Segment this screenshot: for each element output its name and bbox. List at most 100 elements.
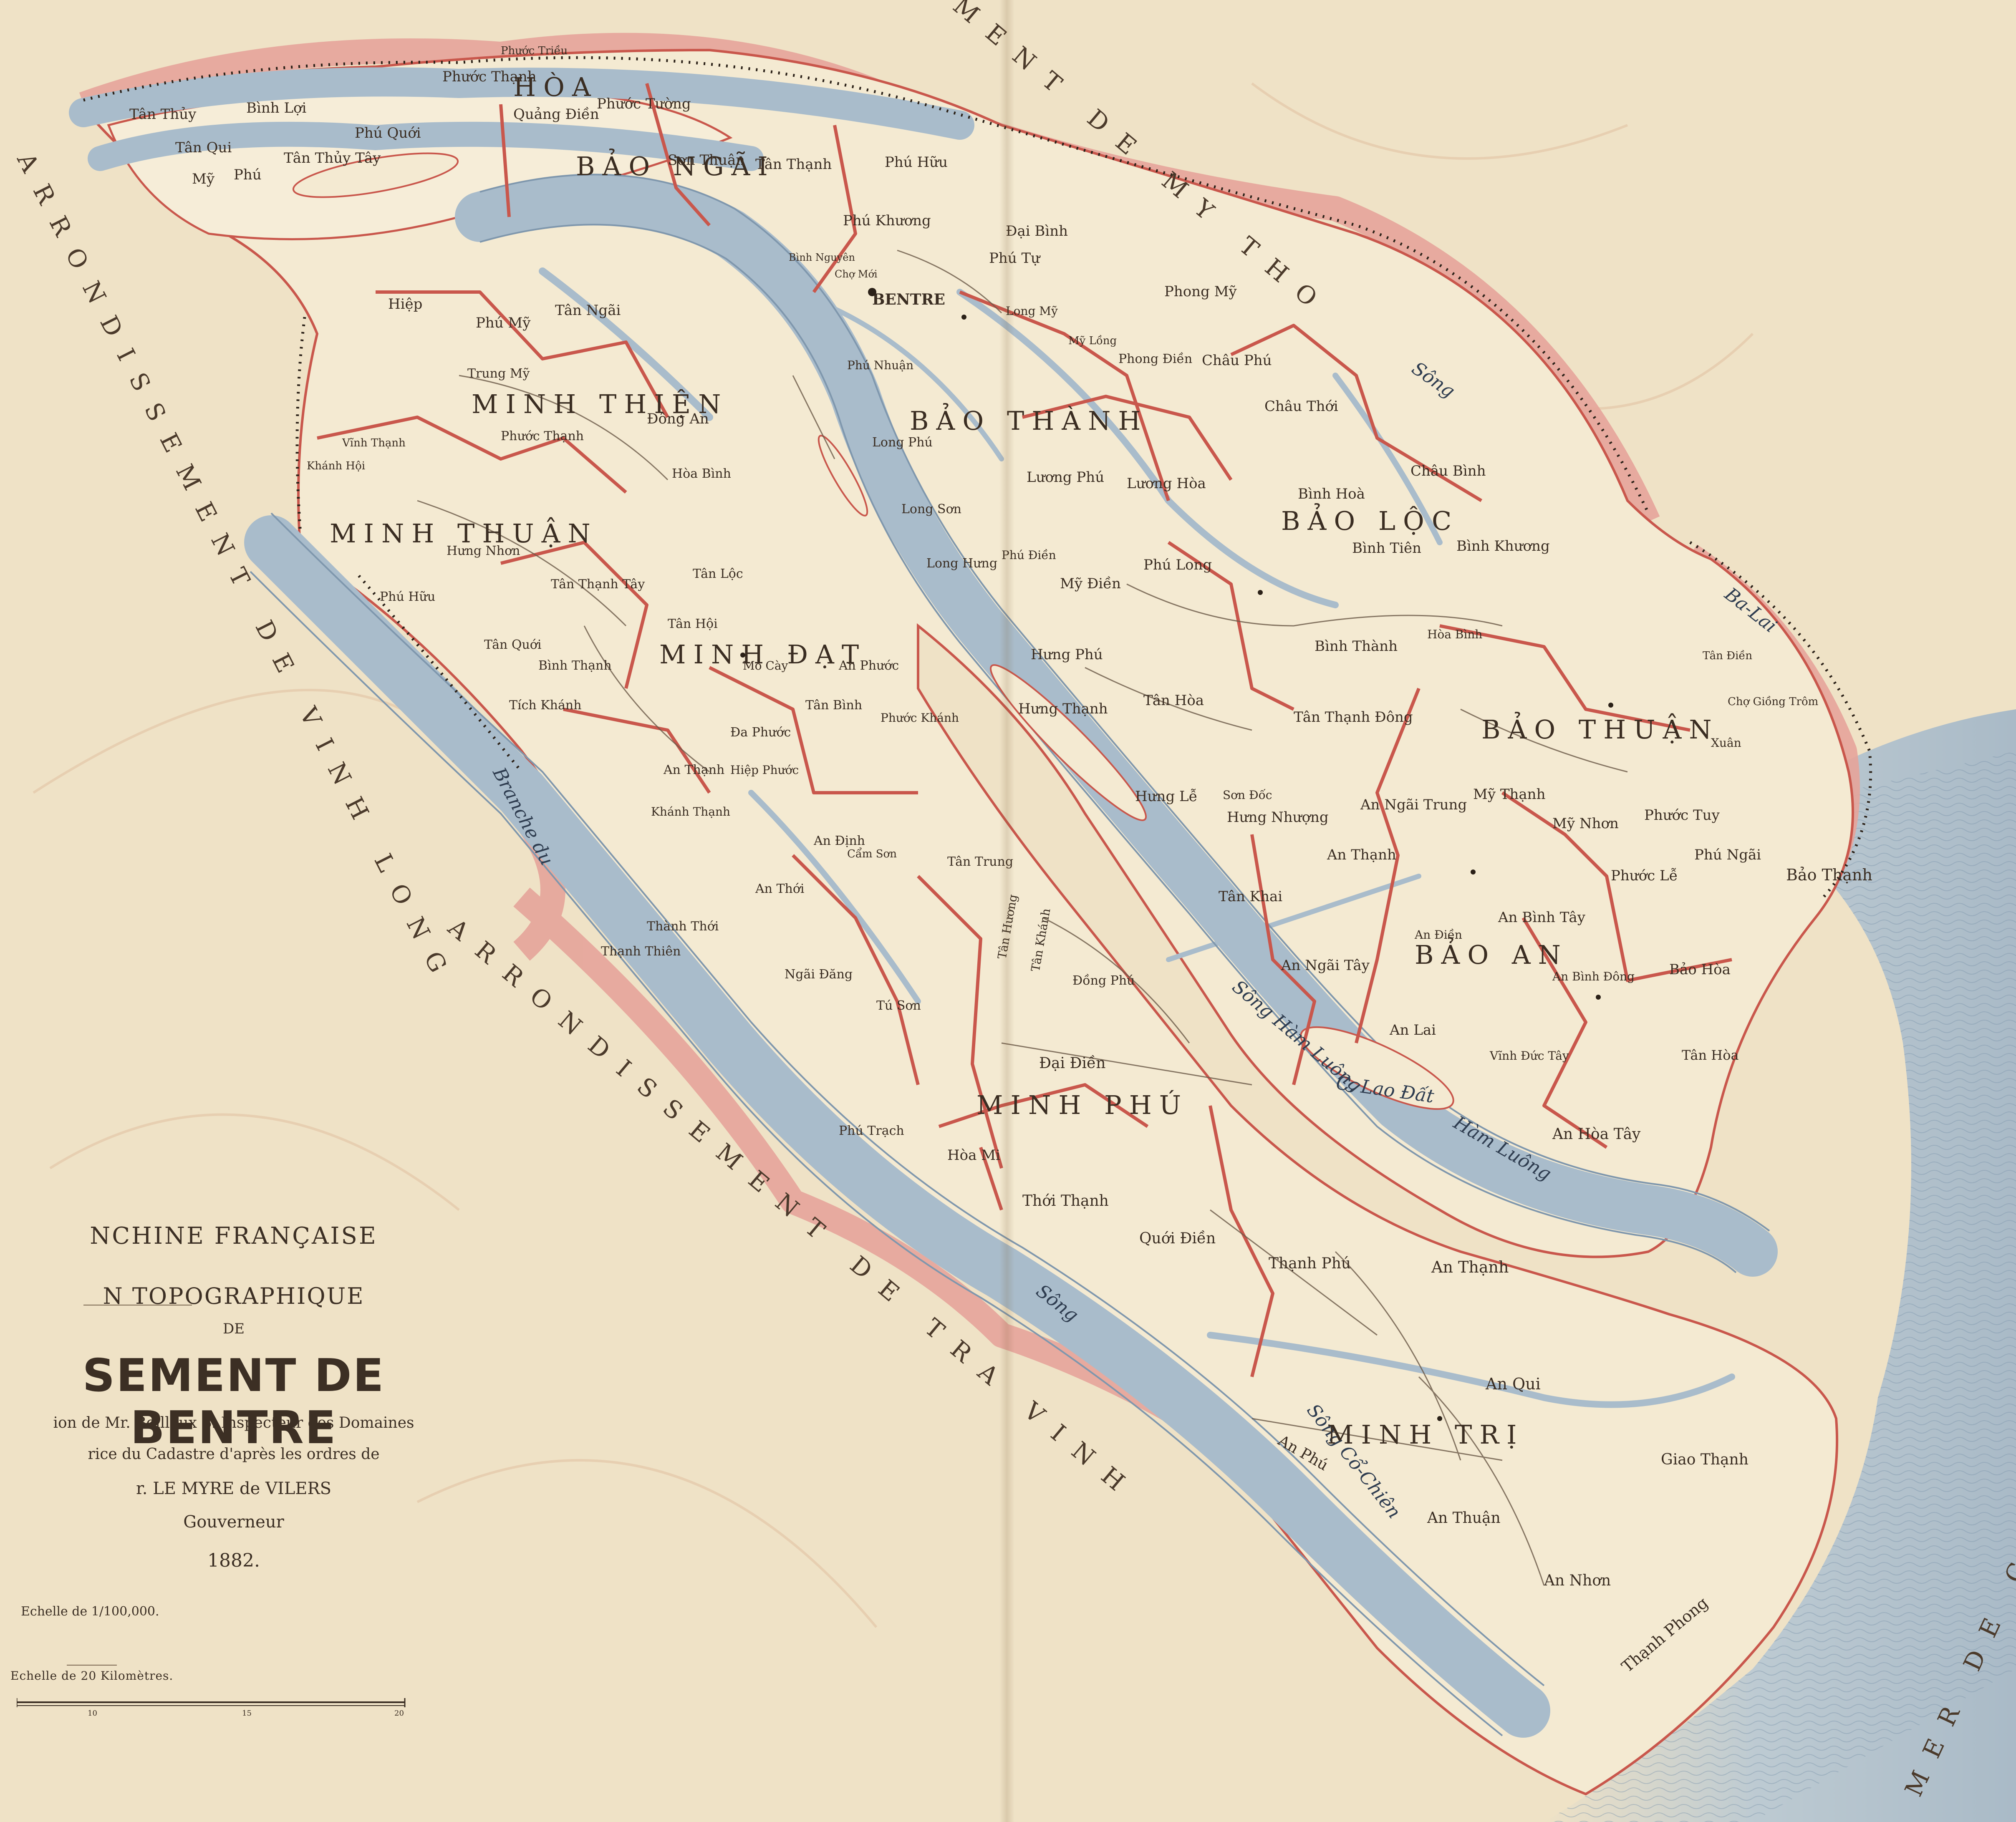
place-luong-phu: Lương Phú — [1027, 469, 1104, 486]
page-fold — [999, 0, 1014, 1822]
canton-boundaries — [317, 83, 1732, 1377]
place-tan-binh: Tân Bình — [805, 698, 862, 713]
place-binh-loi: Bình Lợi — [246, 100, 307, 116]
place-hoa-binh: Hòa Bình — [1427, 627, 1482, 641]
place-khanh-thanh: Khánh Thạnh — [651, 805, 730, 819]
place-hung-nhon: Hưng Nhơn — [447, 544, 520, 558]
place-chau-phu: Châu Phú — [1202, 352, 1272, 369]
title-main: SEMENT DE BENTRE — [82, 1350, 385, 1454]
place-phuoc-thanh: Phước Thạnh — [442, 68, 537, 85]
place-phu-ngai: Phú Ngãi — [1694, 847, 1761, 863]
sea-hatching — [1544, 751, 2016, 1822]
place-an-phuoc: An Phước — [838, 658, 899, 673]
place-an-qui: An Qui — [1485, 1375, 1541, 1393]
place-phu-dien: Phú Điền — [1002, 548, 1056, 562]
title-governor: Gouverneur — [183, 1512, 284, 1532]
place-chau-thoi: Châu Thới — [1264, 398, 1338, 415]
place-phu-trach: Phú Trạch — [839, 1124, 904, 1138]
place-tan-thanh-tay: Tân Thạnh Tây — [551, 577, 645, 592]
place-tan-thuy-tay: Tân Thủy Tây — [284, 150, 381, 166]
place-hung-le: Hưng Lễ — [1135, 788, 1198, 805]
title-year: 1882. — [207, 1550, 260, 1571]
place-phuoc-khanh: Phước Khánh — [881, 711, 959, 725]
rivers — [69, 67, 1778, 1738]
place-phuoc-tuy: Phước Tuy — [1644, 807, 1720, 824]
place-tan-trung: Tân Trung — [947, 854, 1013, 869]
place-quoi-dien: Quới Điền — [1139, 1230, 1216, 1247]
place-dai-binh: Đại Bình — [1006, 223, 1068, 239]
canton-label-bao-thuan: BẢO THUẬN — [1481, 712, 1719, 745]
place-hung-phu: Hưng Phú — [1031, 646, 1103, 663]
canton-label-hoa: HÒA — [513, 72, 598, 102]
scale-tick-20: 20 — [394, 1709, 404, 1718]
canton-label-bao-an: BẢO AN — [1415, 937, 1568, 970]
place-ngai-dang: Ngãi Đăng — [785, 967, 853, 982]
place-an-ngai-trung: An Ngãi Trung — [1360, 796, 1467, 813]
place-an-nhon: An Nhơn — [1544, 1572, 1611, 1589]
place-hung-nhuong: Hưng Nhượng — [1227, 809, 1329, 826]
place-son-thuan: Sơn Thuận — [668, 152, 745, 169]
place-an-dinh: An Định — [813, 834, 865, 848]
place-labels: BENTRE Phước Thạnh Phước Triều Phước Tườ… — [129, 45, 1872, 1676]
title-de: DE — [222, 1321, 245, 1337]
place-tu-son: Tú Sơn — [876, 998, 921, 1013]
place-tan-hoi: Tân Hội — [668, 617, 718, 631]
place-an-thanh-west: An Thạnh — [663, 763, 724, 777]
place-an-lai: An Lai — [1389, 1022, 1436, 1038]
place-hoa-binh-2: Hòa Bình — [672, 466, 731, 481]
arrondissement-boundary — [83, 56, 1872, 898]
place-long-hung: Long Hưng — [926, 556, 997, 571]
place-long-my: Long Mỹ — [1006, 304, 1058, 318]
place-phu-nhuan: Phú Nhuận — [847, 358, 913, 372]
place-phu-tu: Phú Tự — [989, 250, 1041, 267]
place-an-hoa-tay: An Hòa Tây — [1552, 1126, 1641, 1143]
place-phuoc-le: Phước Lễ — [1611, 867, 1678, 884]
place-thanh-thoi: Thành Thới — [647, 919, 719, 934]
title-credit-2: rice du Cadastre d'après les ordres de — [88, 1446, 380, 1463]
place-phu-long: Phú Long — [1143, 557, 1212, 573]
place-hoa-mi: Hòa Mi — [947, 1147, 1000, 1164]
scale-km-label: Echelle de 20 Kilomètres. — [10, 1669, 174, 1683]
place-my-dien: Mỹ Điền — [1060, 575, 1121, 592]
place-phong-my: Phong Mỹ — [1164, 283, 1237, 300]
place-khanh-hoi: Khánh Hội — [307, 460, 365, 472]
scale-ratio: Echelle de 1/100,000. — [21, 1604, 159, 1619]
settlement-dots — [740, 288, 1613, 1421]
place-tan-khai: Tân Khai — [1219, 888, 1282, 905]
river-islands — [292, 152, 1454, 1110]
canton-label-bao-loc: BẢO LỘC — [1281, 503, 1459, 536]
place-binh-thanh-2: Bình Thạnh — [538, 658, 612, 673]
place-xuan: Xuân — [1711, 736, 1741, 750]
place-thanh-thien: Thạnh Thiên — [601, 944, 681, 959]
place-phuoc-thanh-2: Phước Thạnh — [501, 429, 584, 444]
place-phu-huu-2: Phú Hữu — [380, 590, 435, 604]
canton-label-bao-thanh: BẢO THÀNH — [910, 403, 1148, 436]
canton-label-minh-thien: MINH THIỆN — [472, 389, 728, 419]
place-quang-dien: Quảng Điền — [513, 106, 599, 123]
roads-canals — [417, 249, 1628, 1586]
place-phu: Phú — [234, 166, 262, 183]
canton-label-minh-thuan: MINH THUẬN — [330, 517, 598, 549]
place-tan-qui: Tân Qui — [175, 139, 232, 156]
place-tan-quoi: Tân Quới — [484, 638, 541, 652]
place-bentre: BENTRE — [872, 291, 945, 308]
place-chau-binh: Châu Bình — [1410, 463, 1486, 479]
place-vinh-duc-tay: Vĩnh Đức Tây — [1489, 1049, 1569, 1063]
place-luong-hoa: Lương Hòa — [1127, 475, 1206, 492]
place-trung-my: Trung Mỹ — [467, 366, 530, 381]
river-outlines — [250, 174, 1770, 1736]
place-dong-an: Đông An — [647, 411, 709, 427]
place-cho-moi: Chợ Mới — [835, 268, 878, 280]
place-tich-khanh: Tích Khánh — [509, 698, 582, 713]
place-giao-thanh: Giao Thạnh — [1661, 1451, 1749, 1468]
place-tan-thanh-dong: Tân Thạnh Đông — [1294, 709, 1413, 726]
place-binh-thanh: Bình Thành — [1315, 638, 1398, 655]
canton-labels: BẢO LỘC BẢO THÀNH BẢO THUẬN BẢO AN MINH … — [330, 72, 1719, 1450]
place-phuoc-trieu: Phước Triều — [501, 45, 568, 57]
place-phuoc-tuong: Phước Tường — [597, 96, 691, 112]
place-tan-ngai: Tân Ngãi — [555, 302, 621, 319]
canton-label-minh-tri: MINH TRỊ — [1327, 1419, 1524, 1450]
place-an-binh-dong: An Bình Đông — [1552, 970, 1635, 983]
place-thanh-phu: Thạnh Phú — [1269, 1255, 1351, 1272]
